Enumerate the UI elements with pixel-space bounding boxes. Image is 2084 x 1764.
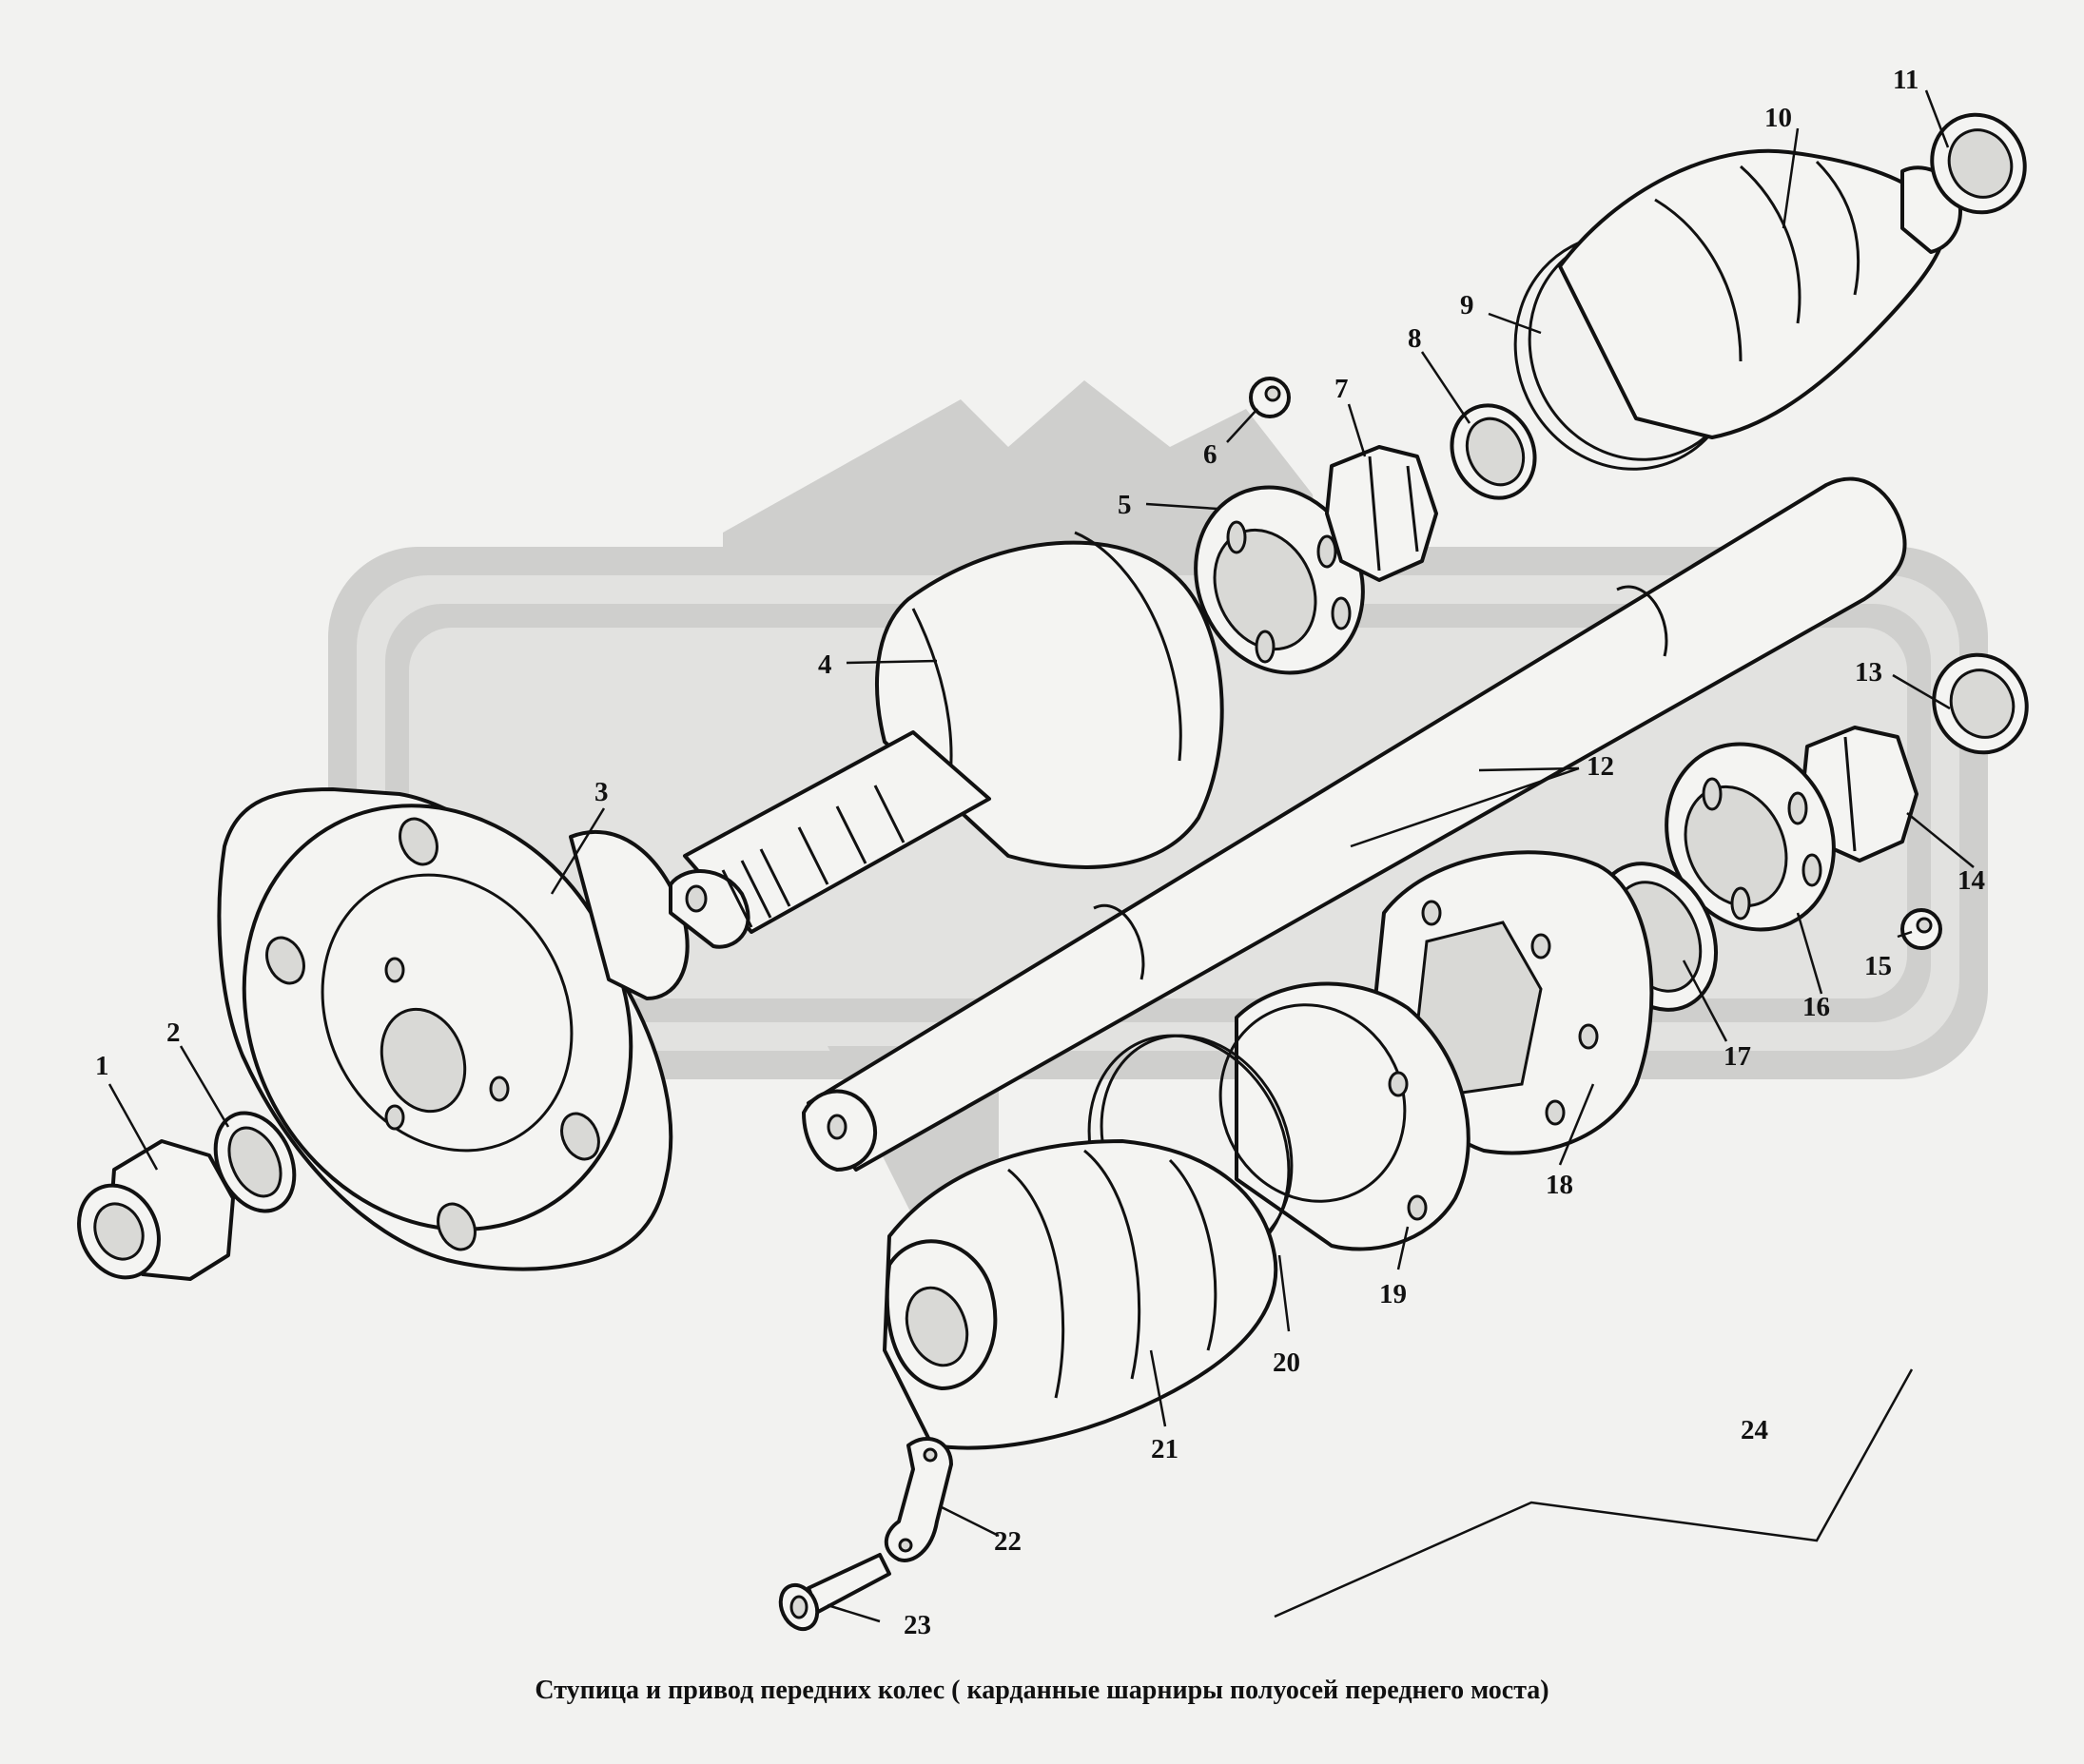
- bearing-cage-outer: [1194, 485, 1365, 675]
- outer-cv-joint: [669, 531, 1224, 949]
- washer: [213, 1111, 297, 1213]
- clamp-plate: [884, 1436, 953, 1562]
- callout-20: 20: [1273, 1347, 1300, 1378]
- hub-flange: [217, 787, 690, 1271]
- callout-3: 3: [594, 777, 609, 807]
- callout-17: 17: [1724, 1041, 1751, 1072]
- callout-4: 4: [818, 649, 832, 680]
- hub-nut: [77, 1139, 235, 1281]
- callout-8: 8: [1408, 323, 1422, 354]
- leader-24: [1274, 1368, 1914, 1619]
- diagram-caption: Ступица и привод передних колес ( кардан…: [535, 1676, 1549, 1705]
- callout-10: 10: [1764, 103, 1792, 133]
- bearing-cage-inner: [1665, 742, 1836, 932]
- callout-12: 12: [1587, 751, 1614, 782]
- adapter-ring: [1218, 981, 1470, 1251]
- retaining-ring-inner: [1932, 652, 2029, 755]
- inner-boot: [883, 1139, 1278, 1450]
- callout-5: 5: [1118, 490, 1132, 520]
- callout-19: 19: [1379, 1279, 1407, 1309]
- leader-lines: [107, 89, 1975, 1623]
- callout-numbers: 1 2 3 4 5 6 7 8 9 10 11 12 13 14 15 16 1…: [95, 65, 1985, 1640]
- callout-22: 22: [994, 1526, 1022, 1557]
- spline-teeth: [721, 785, 906, 928]
- callout-21: 21: [1151, 1434, 1178, 1464]
- axle-shaft: [802, 476, 1907, 1172]
- callout-18: 18: [1546, 1170, 1573, 1200]
- callout-13: 13: [1855, 657, 1882, 688]
- callout-11: 11: [1893, 65, 1918, 95]
- retaining-ring-outer: [1930, 112, 2027, 215]
- callout-14: 14: [1957, 865, 1985, 896]
- bolt: [778, 1553, 891, 1632]
- callout-2: 2: [166, 1018, 181, 1048]
- ball-inner: [1900, 908, 1942, 950]
- ball-outer: [1249, 377, 1291, 418]
- inner-race-outer: [1325, 445, 1438, 582]
- callout-7: 7: [1334, 374, 1349, 404]
- callout-24: 24: [1741, 1415, 1768, 1445]
- callout-1: 1: [95, 1051, 109, 1081]
- outer-boot: [1558, 148, 1962, 439]
- small-clamp-outer: [1450, 403, 1537, 500]
- callout-9: 9: [1460, 290, 1474, 320]
- callout-15: 15: [1864, 951, 1892, 981]
- callout-16: 16: [1802, 992, 1830, 1022]
- callout-23: 23: [904, 1610, 931, 1640]
- callout-6: 6: [1203, 439, 1217, 470]
